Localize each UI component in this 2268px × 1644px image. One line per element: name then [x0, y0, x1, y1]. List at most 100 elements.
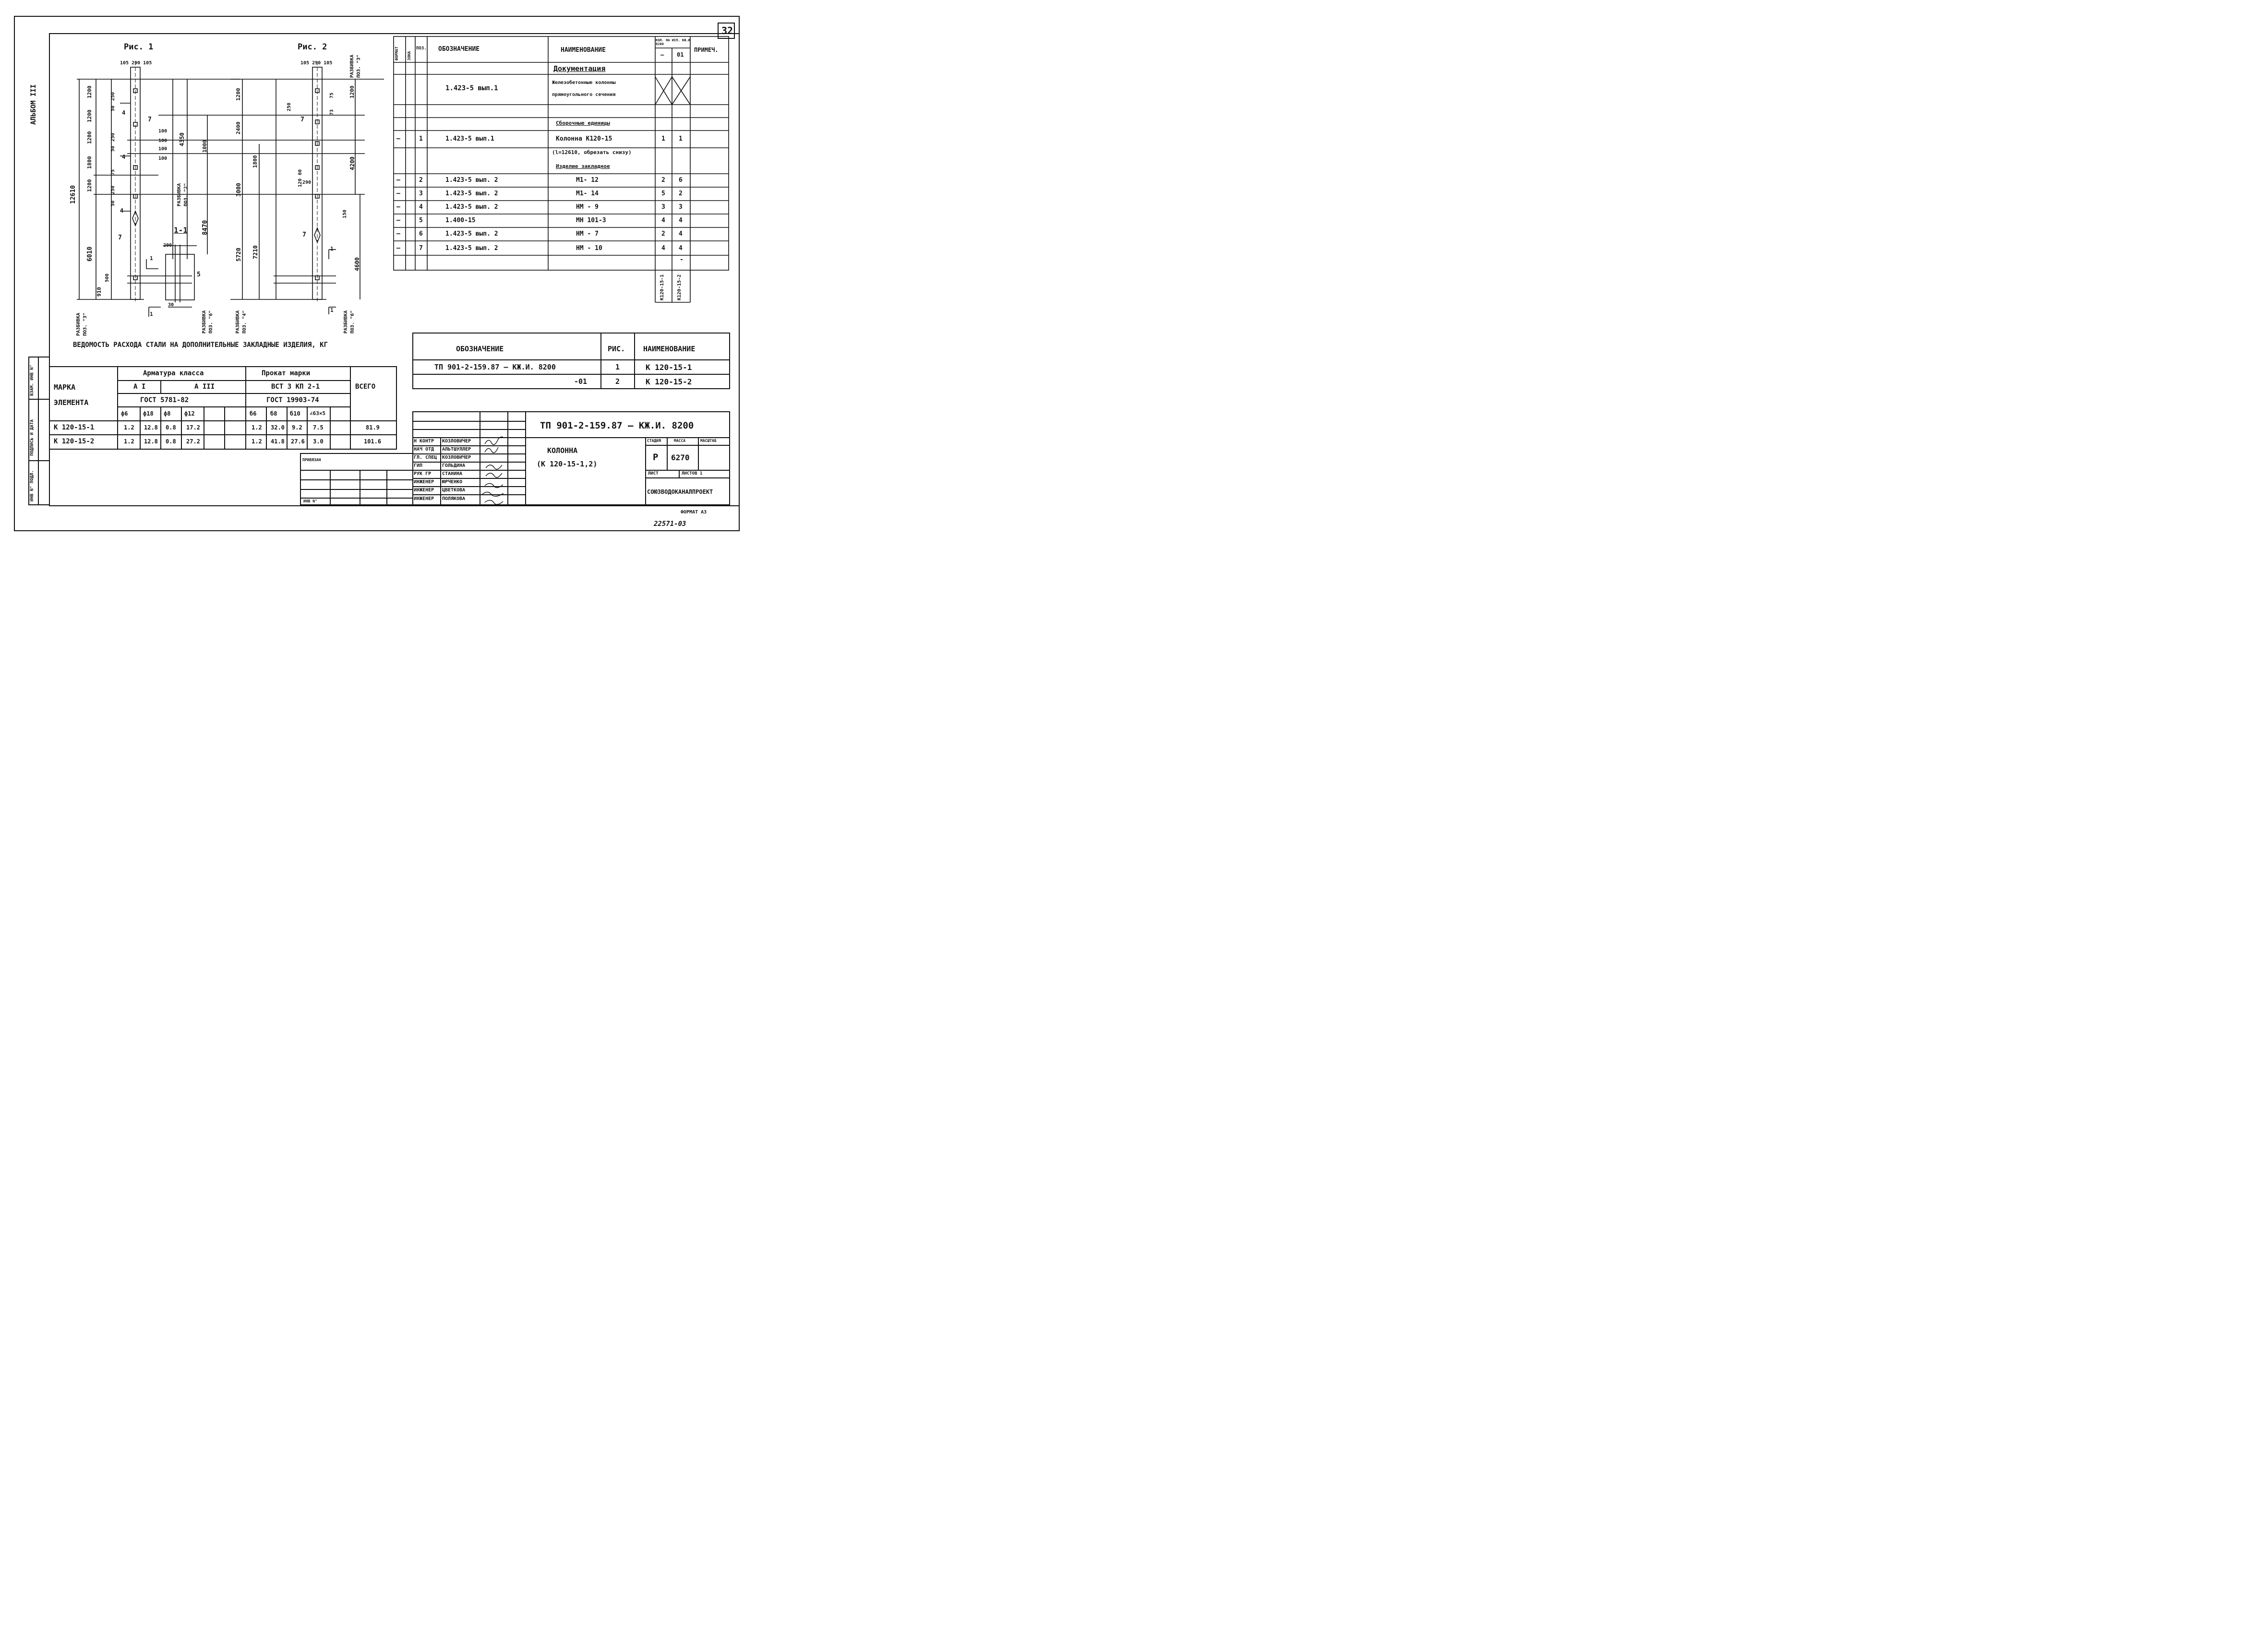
side-label-1: ВЗАМ. ИНВ N°: [30, 364, 35, 396]
marker-5: 5: [197, 271, 201, 278]
spec-doc-oboz: 1.423-5 вып.1: [445, 84, 498, 92]
marker-7b: 7: [118, 234, 122, 241]
row2-total: 101.6: [364, 438, 382, 445]
spec-r6-poz: 6: [419, 230, 423, 238]
spec-r2-poz: 2: [419, 177, 423, 184]
title-name-1: КОЛОННА: [547, 446, 578, 455]
dim-1000: 1000: [202, 140, 208, 153]
spec-r4-poz: 4: [419, 203, 423, 211]
signer-name-1: АЛЬТШУЛЛЕР: [442, 447, 471, 452]
col-h-9: ∠63×5: [310, 410, 326, 417]
spec-r1-naim2: (l=12610, обрезать снизу): [552, 149, 632, 155]
row1-total: 81.9: [366, 424, 380, 431]
sheet-number-box: [718, 23, 735, 39]
sd-11: 100: [158, 146, 168, 152]
spec-section-units: Сборочные единицы: [556, 120, 610, 126]
signer-name-0: КОЗЛОВИЧЕР: [442, 439, 471, 444]
spec-r1-oboz: 1.423-5 вып.1: [445, 135, 494, 143]
poz-5: ПОЗ. "6": [350, 310, 355, 334]
row1-v3: 17.2: [186, 424, 200, 431]
row2-mark: К 120-15-2: [54, 438, 95, 445]
row1-v7: 32.0: [271, 424, 285, 431]
dim-8470: 8470: [202, 220, 209, 235]
dim-f2-2400: 2400: [235, 121, 241, 135]
steel-table-grid: [49, 366, 397, 450]
signer-role-7: ИНЖЕНЕР: [414, 496, 434, 501]
spec-r1-naim: Колонна К120-15: [556, 135, 612, 143]
col-h-2: ф8: [164, 410, 171, 417]
total-length-dim: 12610: [70, 185, 77, 204]
gost2-header: ГОСТ 19903-74: [266, 396, 319, 404]
spec-h-zona: ЗОНА: [407, 51, 411, 60]
dim-left-2: 1200: [86, 109, 93, 123]
spec-r3-oboz: 1.423-5 вып. 2: [445, 190, 498, 197]
signer-role-1: НАЧ ОТД: [414, 447, 434, 452]
poz-6: ПОЗ. "3": [356, 54, 361, 78]
side-label-2: ПОДПИСЬ И ДАТА: [30, 419, 35, 456]
ref-r1-ris: 1: [615, 363, 620, 371]
sheet-number: 32: [721, 25, 733, 36]
dim-f2-1200b: 1200: [349, 85, 355, 99]
spec-r5-naim: МН 101-3: [576, 217, 606, 224]
sd-12: 100: [158, 156, 168, 161]
spec-r3-b: 2: [679, 190, 683, 197]
spec-table-grid: [393, 36, 729, 303]
title-stadiya: Р: [653, 452, 659, 463]
spec-doc-naim-1: Железобетонные колонны: [552, 80, 616, 85]
spec-r2-oboz: 1.423-5 вып. 2: [445, 177, 498, 184]
marker-7a: 7: [148, 116, 152, 123]
section-1-1-label: 1-1: [174, 226, 188, 235]
col-h-0: ф6: [121, 410, 128, 417]
row1-v0: 1.2: [124, 424, 134, 431]
signer-name-2: КОЗЛОВИЧЕР: [442, 455, 471, 460]
signer-role-6: ИНЖЕНЕР: [414, 488, 434, 493]
signer-role-0: Н КОНТР: [414, 439, 434, 444]
spec-r4-oboz: 1.423-5 вып. 2: [445, 203, 498, 211]
col-h-8: б10: [290, 410, 300, 417]
figure-2-drawing: [230, 61, 360, 314]
marker-7d: 7: [302, 231, 306, 238]
dim-f2-5720: 5720: [235, 248, 242, 262]
spec-r7-naim: НМ - 10: [576, 245, 602, 252]
album-label: АЛЬБОМ III: [30, 84, 37, 125]
dim-f2-1800: 1800: [252, 155, 258, 168]
col-h-1: ф18: [143, 410, 154, 417]
dim-f2-4200: 4200: [349, 156, 356, 170]
prokat-header: Прокат марки: [262, 369, 311, 377]
marker-4a: 4: [122, 109, 126, 116]
title-listov-h: ЛИСТОВ 1: [682, 471, 703, 476]
fig1-title: Рис. 1: [124, 42, 154, 52]
spec-doc-naim-2: прямоугольного сечения: [552, 92, 616, 97]
a3-header: А III: [194, 383, 215, 391]
sd-9: 100: [158, 129, 168, 134]
ref-h-ris: РИС.: [608, 345, 625, 353]
dim-4350: 4350: [179, 132, 185, 146]
sd-1: 250: [110, 92, 116, 101]
row1-v1: 12.8: [144, 424, 158, 431]
steel-table-title: ВЕДОМОСТЬ РАСХОДА СТАЛИ НА ДОПОЛНИТЕЛЬНЫ…: [73, 341, 328, 349]
razbivka-1: РАЗБИВКА: [76, 312, 81, 336]
dim-f2-7210: 7210: [252, 245, 259, 259]
spec-extra-b: -: [680, 256, 684, 263]
spec-r6-naim: НМ - 7: [576, 230, 599, 238]
signer-name-6: ЦВЕТКОВА: [442, 488, 466, 493]
spec-h-naim: НАИМЕНОВАНИЕ: [561, 47, 606, 54]
sd-10: 100: [158, 138, 168, 143]
ref-r2-oboz: -01: [574, 377, 588, 386]
razbivka-6: РАЗБИВКА: [349, 54, 355, 78]
row1-mark: К 120-15-1: [54, 424, 95, 431]
spec-section-izd: Изделие закладное: [556, 163, 610, 169]
sd-f2-1: 250: [287, 102, 292, 111]
razbivka-3: РАЗБИВКА: [202, 310, 207, 334]
ref-r2-naim: К 120-15-2: [646, 377, 692, 386]
col-h-7: б8: [270, 410, 277, 417]
spec-r3-naim: М1- 14: [576, 190, 599, 197]
spec-r6-b: 4: [679, 230, 683, 238]
dim-left-1: 1200: [86, 85, 93, 99]
title-name-2: (К 120-15-1,2): [537, 460, 598, 468]
spec-r4-a: 3: [661, 203, 665, 211]
razbivka-5: РАЗБИВКА: [343, 310, 348, 334]
signer-name-5: ЮРЧЕНКО: [442, 479, 463, 485]
vsego-header: ВСЕГО: [355, 383, 376, 391]
spec-h-format: ФОРМАТ: [395, 47, 399, 60]
